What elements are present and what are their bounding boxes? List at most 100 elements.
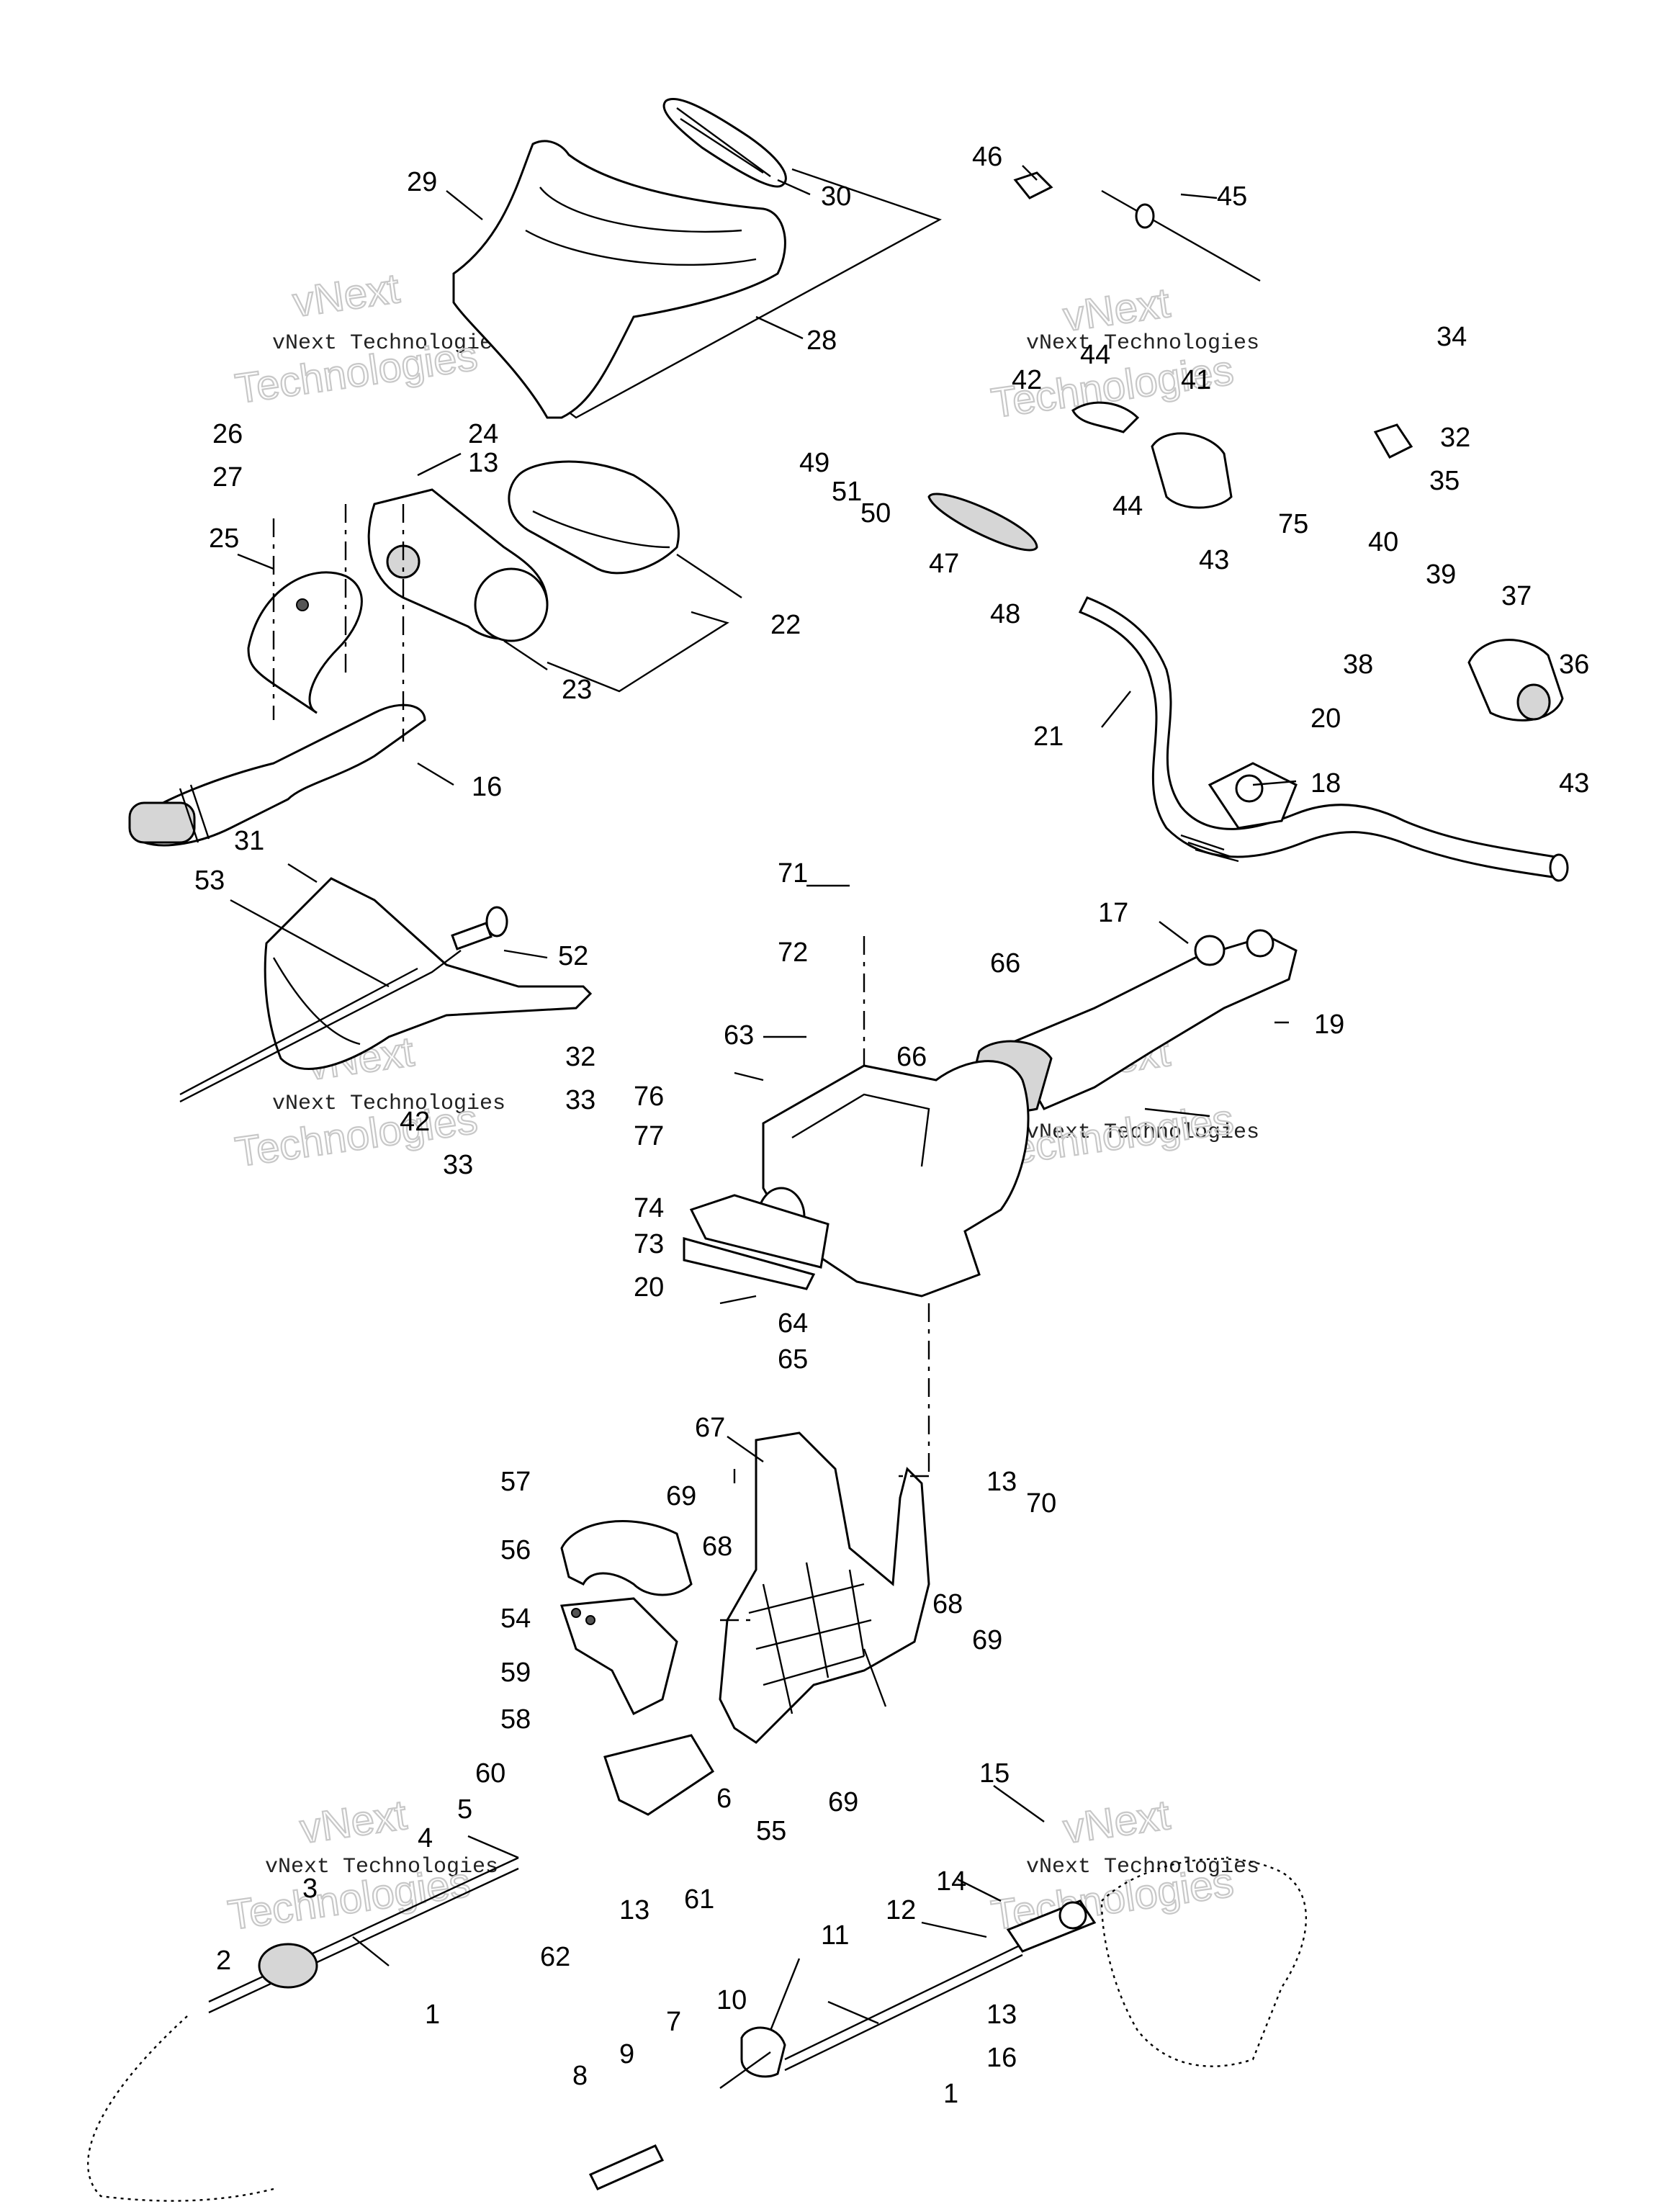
callout-10: 10: [716, 1985, 747, 2015]
callout-8: 8: [572, 2061, 588, 2091]
callout-32: 32: [1440, 423, 1470, 453]
callout-39: 39: [1426, 559, 1456, 590]
leader-lines: [230, 165, 1297, 2089]
callout-17: 17: [1098, 898, 1128, 928]
callout-35: 35: [1429, 466, 1460, 496]
clamp-part-56: [560, 1520, 693, 1596]
callout-57: 57: [500, 1467, 531, 1497]
callout-51: 51: [832, 477, 862, 507]
clamp-part-61: [603, 1734, 715, 1816]
dashed-guides: [272, 504, 930, 1622]
callout-49: 49: [799, 448, 830, 478]
callout-74: 74: [634, 1193, 664, 1223]
callout-31: 31: [234, 826, 264, 856]
callout-13: 13: [986, 1467, 1017, 1497]
callout-27: 27: [212, 462, 243, 493]
callout-38: 38: [1343, 649, 1373, 680]
callout-66: 66: [896, 1042, 927, 1072]
callout-42: 42: [400, 1107, 430, 1137]
callout-25: 25: [209, 523, 239, 554]
seat-cover-part-29: [452, 140, 786, 419]
callout-69: 69: [972, 1625, 1002, 1655]
callout-29: 29: [407, 167, 437, 197]
callout-42: 42: [1012, 365, 1042, 395]
callout-58: 58: [500, 1704, 531, 1735]
callout-62: 62: [540, 1942, 570, 1972]
callout-18: 18: [1310, 768, 1341, 799]
callout-43: 43: [1199, 545, 1229, 575]
callout-19: 19: [1314, 1010, 1344, 1040]
callout-75: 75: [1278, 509, 1308, 539]
callout-21: 21: [1033, 721, 1064, 752]
callout-63: 63: [724, 1020, 754, 1051]
callout-70: 70: [1026, 1488, 1056, 1519]
callout-72: 72: [778, 938, 808, 968]
callout-22: 22: [770, 610, 801, 640]
bracket-part-35: [1373, 423, 1413, 459]
callout-37: 37: [1501, 581, 1532, 611]
callout-68: 68: [702, 1532, 732, 1562]
callout-20: 20: [634, 1272, 664, 1303]
callout-3: 3: [302, 1874, 318, 1904]
svg-text:vNext Technologies: vNext Technologies: [265, 1855, 498, 1879]
svg-text:vNext Technologies: vNext Technologies: [272, 331, 505, 356]
callout-36: 36: [1559, 649, 1589, 680]
callout-32: 32: [565, 1042, 595, 1072]
callout-77: 77: [634, 1121, 664, 1151]
callout-15: 15: [979, 1758, 1010, 1789]
callout-43: 43: [1559, 768, 1589, 799]
callout-67: 67: [695, 1413, 725, 1443]
callout-7: 7: [666, 2007, 681, 2037]
svg-text:vNext: vNext: [290, 265, 403, 326]
cable-part-45: [1101, 189, 1261, 282]
callout-6: 6: [716, 1784, 732, 1814]
callout-4: 4: [418, 1823, 433, 1853]
svg-text:vNext: vNext: [1061, 1791, 1173, 1853]
callout-60: 60: [475, 1758, 505, 1789]
svg-text:vNext Technologies: vNext Technologies: [1026, 1120, 1259, 1145]
callout-44: 44: [1112, 491, 1143, 521]
callout-9: 9: [619, 2039, 634, 2069]
cable-part-1-left: [87, 1856, 519, 2202]
callout-30: 30: [821, 181, 851, 212]
cable-part-53: [179, 950, 462, 1103]
callout-24: 24: [468, 419, 498, 449]
callout-33: 33: [443, 1150, 473, 1180]
callout-41: 41: [1181, 365, 1211, 395]
callout-53: 53: [194, 866, 225, 896]
handlebar-pad-part-23: [367, 488, 549, 642]
switch-housing-part-36: [1467, 639, 1564, 721]
callout-13: 13: [619, 1895, 649, 1925]
callout-46: 46: [972, 142, 1002, 172]
callout-66: 66: [990, 948, 1020, 979]
cable-part-1-right: [588, 1943, 1023, 2190]
callout-54: 54: [500, 1604, 531, 1634]
jet-nozzle-outline: [1100, 1858, 1308, 2067]
callout-2: 2: [216, 1946, 231, 1976]
callout-65: 65: [778, 1344, 808, 1375]
callout-28: 28: [806, 325, 837, 356]
callout-69: 69: [828, 1787, 858, 1817]
callout-5: 5: [457, 1794, 472, 1825]
throttle-housing-part-41: [1151, 432, 1233, 509]
svg-text:vNext Technologies: vNext Technologies: [1026, 1855, 1259, 1879]
callout-50: 50: [860, 498, 891, 529]
callout-71: 71: [778, 858, 808, 889]
seat-cover-part-30: [662, 97, 787, 188]
handlebar-part-21: [1078, 596, 1569, 882]
callout-45: 45: [1217, 181, 1247, 212]
callout-26: 26: [212, 419, 243, 449]
callout-64: 64: [778, 1308, 808, 1339]
clamp-part-54: [559, 1597, 678, 1716]
handlebar-pad-part-22: [508, 460, 680, 575]
callout-16: 16: [472, 772, 502, 802]
callout-68: 68: [932, 1589, 963, 1619]
callout-61: 61: [684, 1884, 714, 1915]
callout-56: 56: [500, 1535, 531, 1565]
watermark-bottom-right: vNext vNext Technologies Technologies: [988, 1791, 1259, 1940]
support-part-67: [719, 1431, 930, 1744]
callout-16: 16: [986, 2043, 1017, 2073]
callout-13: 13: [986, 2000, 1017, 2030]
callout-52: 52: [558, 941, 588, 971]
